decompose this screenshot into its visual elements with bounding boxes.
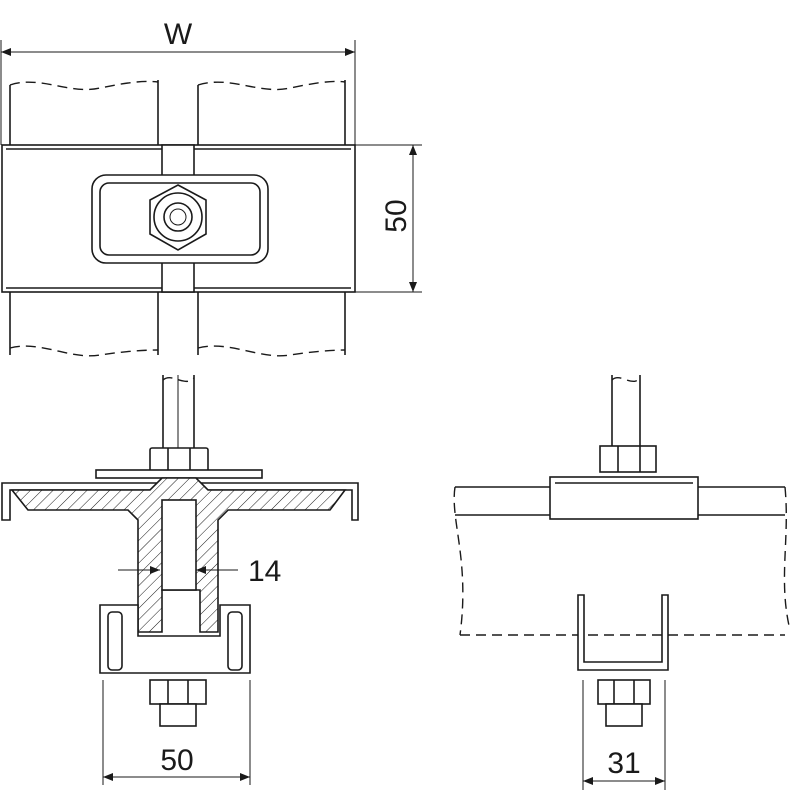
bolt-shank [161, 499, 197, 591]
u-clamp [577, 594, 669, 671]
bolt-end [159, 703, 197, 727]
dimension-label-height: 50 [380, 199, 413, 232]
bottom-nut [597, 679, 651, 705]
threaded-rod [162, 375, 195, 452]
bolt-end [605, 703, 643, 727]
top-view: W 50 [0, 18, 422, 357]
washer [153, 192, 203, 242]
top-nut [599, 445, 657, 473]
bolt-end [163, 202, 193, 232]
dimension-label-14: 14 [248, 555, 281, 588]
dimension-label-w: W [164, 18, 193, 51]
bottom-nut [149, 679, 207, 705]
front-view: 14 50 [1, 375, 359, 785]
threaded-rod [611, 375, 641, 447]
washer-plate [95, 469, 263, 479]
side-view: 31 [453, 375, 791, 790]
dimension-label-31: 31 [607, 747, 640, 780]
dimension-label-50: 50 [160, 744, 193, 777]
lower-clamp [99, 604, 251, 674]
rail-outline [455, 486, 785, 516]
clamp-plate-side [549, 476, 699, 520]
top-nut [149, 447, 209, 473]
